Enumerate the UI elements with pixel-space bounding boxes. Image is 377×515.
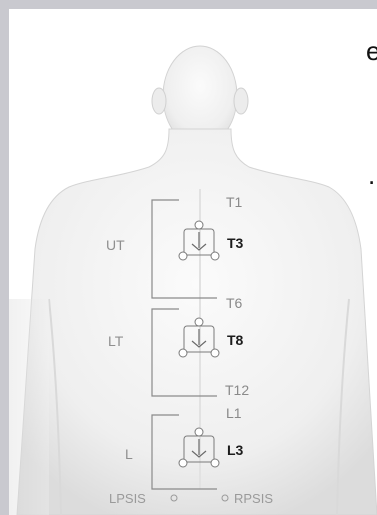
left-ear [152, 88, 166, 114]
right-ear [234, 88, 248, 114]
l-label: L [125, 446, 133, 462]
rpsis-label: RPSIS [234, 491, 273, 506]
t3-label: T3 [227, 235, 243, 251]
lpsis-label: LPSIS [109, 491, 146, 506]
l1-label: L1 [226, 405, 242, 421]
t8-label: T8 [227, 332, 243, 348]
left-arm-shade [9, 299, 49, 515]
t12-label: T12 [225, 382, 249, 398]
t1-label: T1 [226, 194, 242, 210]
edge-fragment-dot: . [368, 160, 375, 191]
lt-label: LT [108, 333, 123, 349]
l3-label: L3 [227, 442, 243, 458]
ut-label: UT [106, 237, 125, 253]
edge-fragment-e: e [366, 36, 377, 67]
body-silhouette [9, 9, 377, 515]
t6-label: T6 [226, 295, 242, 311]
figure-panel: UT LT L T1 T3 T6 T8 T12 L1 L3 LPSIS RPSI… [9, 9, 377, 515]
